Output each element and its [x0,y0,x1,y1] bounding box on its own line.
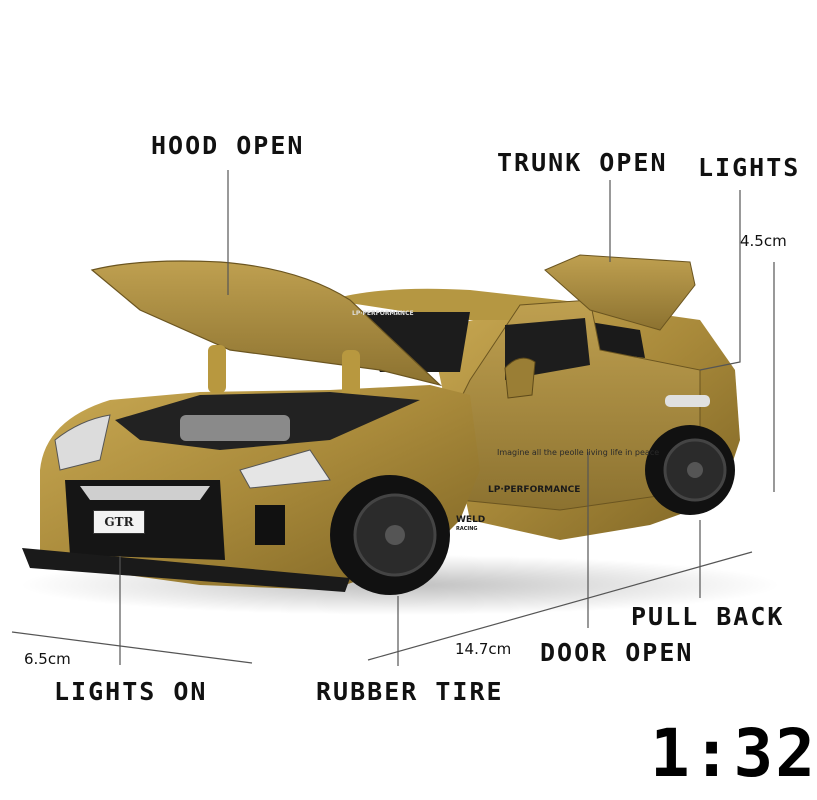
hood-open-label: HOOD OPEN [151,131,305,160]
lights-callout-line [699,190,741,371]
rubber-tire-label: RUBBER TIRE [316,677,504,706]
rear-side-window [590,322,645,358]
side-badge: WELD RACING [456,516,485,534]
side-badge-main: WELD [456,515,486,525]
trunk-open-label: TRUNK OPEN [497,148,668,177]
width-dim-line [11,631,253,664]
door-open-label: DOOR OPEN [540,638,694,667]
width-dimension: 6.5cm [24,650,71,668]
lights-on-label: LIGHTS ON [54,677,208,706]
product-photo: GTR Imagine all the peolle living life i… [11,131,815,792]
trunk-lid [544,254,696,331]
rear-wheel [645,425,735,515]
front-wheel [330,475,450,595]
hood-strut-left [208,345,226,393]
hood-strut-right [342,350,360,405]
headlight-right [239,449,331,489]
grille-chrome [80,486,210,500]
door-decal-text: Imagine all the peolle living life in pe… [497,448,660,457]
windshield-banner: LP·PERFORMANCE [352,310,414,317]
height-dimension: 4.5cm [740,232,787,250]
length-dim-line [367,551,753,661]
headlight-left [54,414,111,471]
lower-vent [255,505,285,545]
length-dimension: 14.7cm [455,640,512,658]
license-plate: GTR [93,510,145,534]
pull-back-label: PULL BACK [631,602,785,631]
side-marker-light [665,395,710,407]
scale-ratio: 1:32 [650,715,817,792]
engine [180,415,290,441]
car-illustration [11,170,780,666]
door-decal-performance: LP·PERFORMANCE [488,485,581,495]
side-mirror [504,357,536,399]
side-badge-sub: RACING [456,526,478,532]
front-splitter [22,548,350,592]
lights-label: LIGHTS [698,153,801,182]
